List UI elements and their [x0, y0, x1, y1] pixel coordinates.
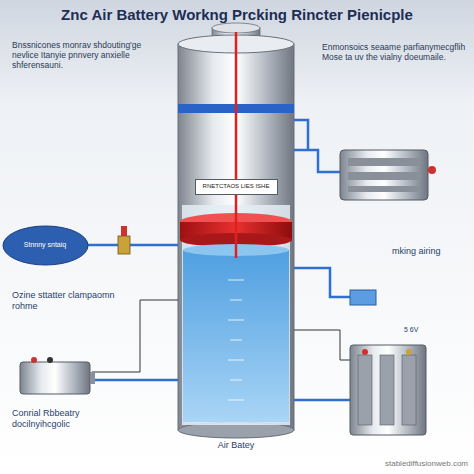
- part-label: Ozine sttatter clampaomn rohme: [12, 290, 122, 312]
- description-note: Enmonsoics seaame parfianymecgflih Mose …: [322, 42, 467, 62]
- node-text: Stnnny sntaiq: [24, 241, 66, 249]
- diagram-title: Znc Air Battery Workng Prcking Rincter P…: [4, 6, 470, 24]
- description-note: Bnssnicones monrav shdouting'ge nevlice …: [12, 40, 162, 71]
- part-label: mking airing: [392, 246, 464, 257]
- watermark: stablediffusionweb.com: [318, 459, 468, 469]
- air-valve-disc: Stnnny sntaiq: [2, 225, 89, 266]
- node-text: RNETCTAOS LIES ISHE: [203, 183, 270, 190]
- part-label: Air Batey: [186, 440, 286, 451]
- voltage-label: 5 6V: [404, 326, 448, 334]
- name-plate: RNETCTAOS LIES ISHE: [195, 179, 278, 195]
- part-label: Conrial Rbbeatry docilnyihcgolic: [12, 408, 117, 430]
